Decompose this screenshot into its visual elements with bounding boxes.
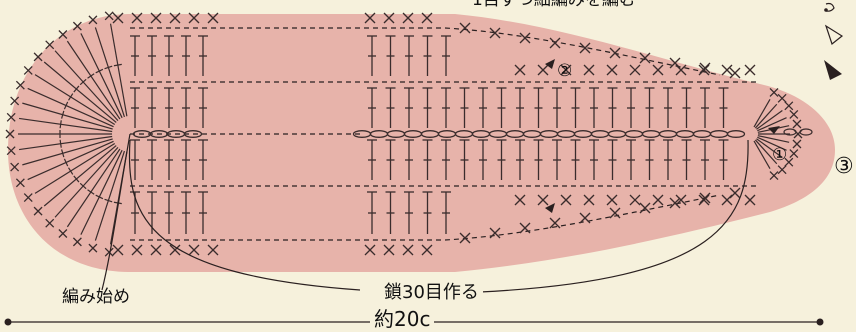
top-instruction-label: 1目ずつ細編みを編む [472,0,636,10]
legend-symbols [824,2,844,80]
marker-1: ① [772,145,787,165]
arrow-right-marker [768,126,780,134]
arrow-row2-marker [545,59,555,69]
sole-shape [8,14,835,272]
stitch-marks [5,11,803,257]
foundation-chain [132,128,813,138]
width-label: 約20c [370,309,435,329]
start-label: 編み始め [62,287,130,307]
arrow-lower-marker [545,203,555,213]
marker-2: ② [557,61,572,81]
marker-3: ③ [834,154,854,179]
start-tail [101,133,749,293]
chain-count-label: 鎖30目作る [380,284,483,302]
